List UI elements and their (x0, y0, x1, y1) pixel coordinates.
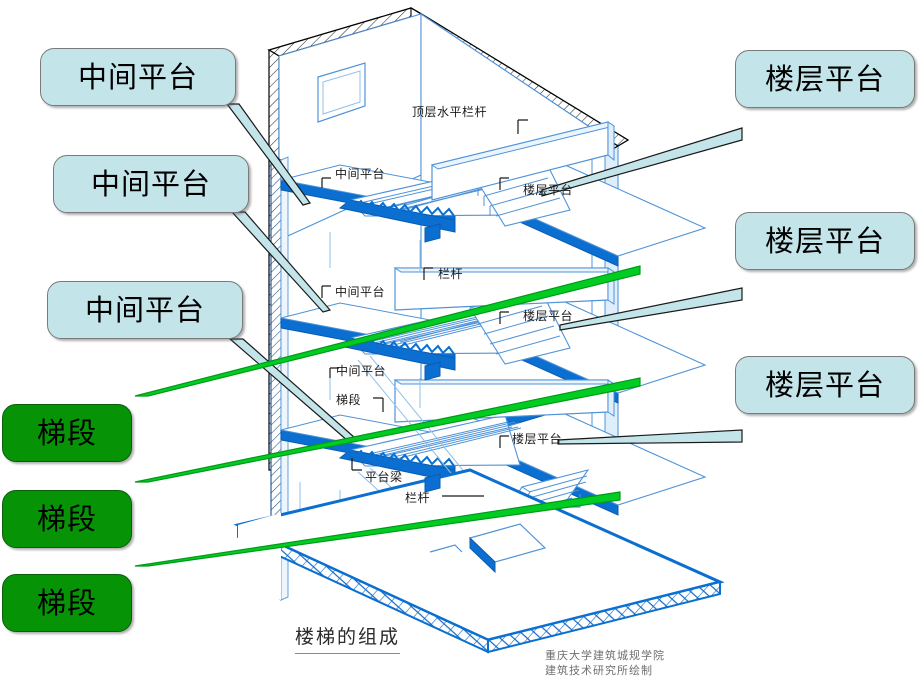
callout-label: 楼层平台 (764, 367, 885, 402)
callout-stair-flight-1[interactable]: 梯段 (2, 404, 132, 462)
landing-beams (424, 223, 441, 493)
callout-label: 中间平台 (84, 292, 205, 327)
callout-label: 梯段 (36, 585, 97, 620)
callout-label: 楼层平台 (764, 61, 885, 96)
callout-intermediate-landing-2[interactable]: 中间平台 (53, 155, 249, 213)
label-top-horizontal-railing: 顶层水平栏杆 (412, 105, 488, 119)
callout-stair-flight-3[interactable]: 梯段 (2, 574, 132, 632)
pointer-wedges-green-left (134, 265, 641, 567)
callout-floor-landing-1[interactable]: 楼层平台 (735, 50, 915, 108)
ground-floor-slab (233, 468, 725, 654)
credit-line-1: 重庆大学建筑城规学院 (545, 649, 665, 662)
callout-label: 梯段 (36, 501, 97, 536)
label-railing-low: 栏杆 (405, 491, 431, 505)
label-floor-landing-mid: 楼层平台 (523, 309, 574, 323)
label-stair-flight: 梯段 (336, 393, 362, 407)
callout-intermediate-landing-1[interactable]: 中间平台 (40, 48, 236, 106)
credit-line-2: 建筑技术研究所绘制 (545, 664, 653, 677)
callout-label: 中间平台 (77, 59, 198, 94)
label-landing-beam: 平台梁 (365, 470, 403, 484)
callout-label: 中间平台 (90, 166, 211, 201)
label-intermediate-landing-top: 中间平台 (335, 167, 386, 181)
callout-label: 楼层平台 (764, 223, 885, 258)
callout-intermediate-landing-3[interactable]: 中间平台 (47, 281, 243, 339)
label-intermediate-landing-mid: 中间平台 (335, 285, 386, 299)
callout-label: 梯段 (36, 415, 97, 450)
callout-floor-landing-3[interactable]: 楼层平台 (735, 356, 915, 414)
credit-block: 重庆大学建筑城规学院 建筑技术研究所绘制 (545, 648, 665, 678)
leader-lines (321, 119, 528, 497)
label-railing-mid: 栏杆 (438, 267, 464, 281)
figure-caption: 楼梯的组成 (295, 622, 401, 654)
label-floor-landing-low: 楼层平台 (512, 432, 563, 446)
label-intermediate-landing-low: 中间平台 (336, 364, 387, 378)
callout-floor-landing-2[interactable]: 楼层平台 (735, 212, 915, 270)
callout-stair-flight-2[interactable]: 梯段 (2, 490, 132, 548)
pointer-wedges-blue-right (541, 127, 743, 445)
label-floor-landing-top: 楼层平台 (523, 183, 574, 197)
